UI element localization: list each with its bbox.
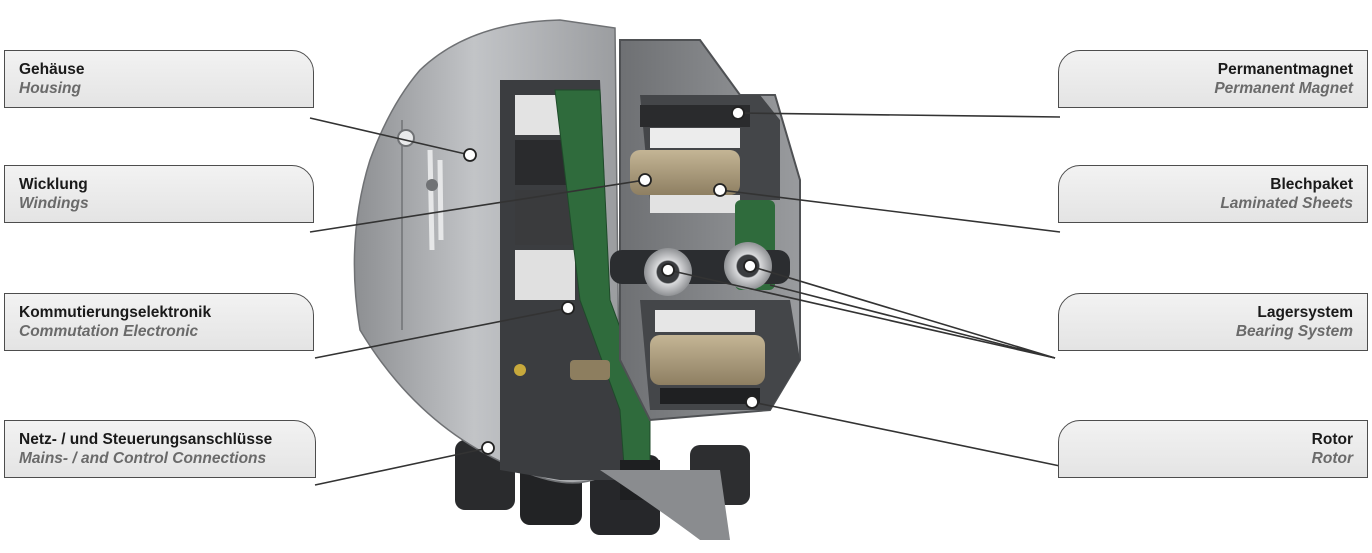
- label-connections: Netz- / und Steuerungsanschlüsse Mains- …: [4, 420, 316, 478]
- anchor-housing: [463, 148, 477, 162]
- laminated-stack-bottom: [650, 335, 765, 385]
- label-commutation: Kommutierungselektronik Commutation Elec…: [4, 293, 314, 351]
- anchor-magnet: [731, 106, 745, 120]
- anchor-windings: [638, 173, 652, 187]
- anchor-connections: [481, 441, 495, 455]
- label-rotor-en: Rotor: [1311, 450, 1353, 467]
- label-connections-en: Mains- / and Control Connections: [19, 450, 267, 467]
- label-housing: Gehäuse Housing: [4, 50, 314, 108]
- anchor-bearing-2: [743, 259, 757, 273]
- label-commutation-en: Commutation Electronic: [19, 323, 199, 340]
- label-laminated-en: Laminated Sheets: [1220, 195, 1353, 212]
- anchor-bearing: [661, 263, 675, 277]
- label-magnet-de: Permanentmagnet: [1217, 61, 1353, 78]
- leader-windings: [309, 179, 646, 233]
- label-windings-en: Windings: [19, 195, 89, 212]
- anchor-laminated: [713, 183, 727, 197]
- label-housing-en: Housing: [19, 80, 81, 97]
- laminated-stack-top: [630, 150, 740, 195]
- label-connections-de: Netz- / und Steuerungsanschlüsse: [19, 431, 273, 448]
- leader-housing: [309, 117, 471, 156]
- leader-rotor: [751, 401, 1061, 467]
- leader-bearing-2: [749, 265, 1056, 359]
- leader-magnet: [737, 112, 1061, 118]
- label-laminated-de: Blechpaket: [1270, 176, 1353, 193]
- leader-bearing-3: [769, 284, 1056, 359]
- label-rotor-de: Rotor: [1311, 431, 1353, 448]
- label-bearing: Lagersystem Bearing System: [1058, 293, 1368, 351]
- label-windings-de: Wicklung: [19, 176, 88, 193]
- label-bearing-de: Lagersystem: [1257, 304, 1353, 321]
- label-laminated: Blechpaket Laminated Sheets: [1058, 165, 1368, 223]
- anchor-commutation: [561, 301, 575, 315]
- label-commutation-de: Kommutierungselektronik: [19, 304, 212, 321]
- label-magnet: Permanentmagnet Permanent Magnet: [1058, 50, 1368, 108]
- leader-commutation: [314, 307, 569, 359]
- label-windings: Wicklung Windings: [4, 165, 314, 223]
- label-housing-de: Gehäuse: [19, 61, 85, 78]
- leader-laminated: [719, 189, 1061, 233]
- leader-bearing-1: [667, 269, 1056, 359]
- anchor-rotor: [745, 395, 759, 409]
- label-bearing-en: Bearing System: [1235, 323, 1353, 340]
- label-rotor: Rotor Rotor: [1058, 420, 1368, 478]
- leader-connections: [314, 447, 489, 486]
- label-magnet-en: Permanent Magnet: [1214, 80, 1353, 97]
